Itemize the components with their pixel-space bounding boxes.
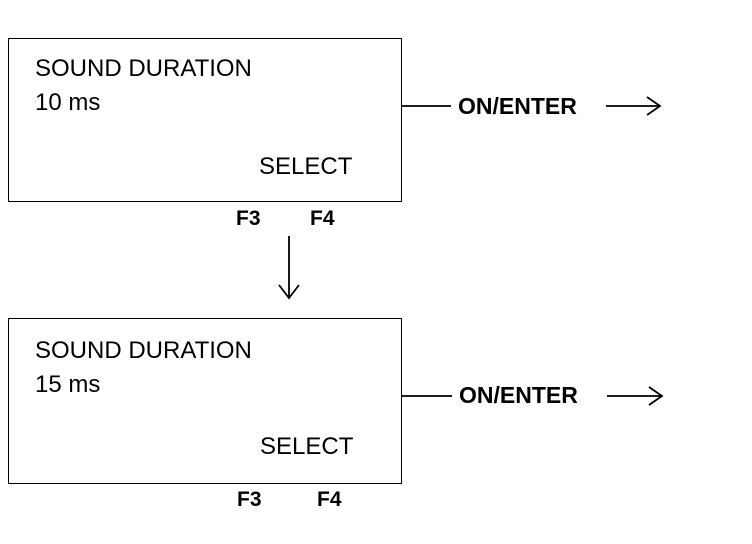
down-arrow-head [278, 284, 300, 300]
setting-value: 10 ms [35, 89, 101, 116]
f4-key-label[interactable]: F4 [310, 207, 335, 230]
f3-key-label[interactable]: F3 [236, 207, 261, 230]
f4-key-label[interactable]: F4 [317, 488, 342, 511]
select-softkey-label: SELECT [260, 433, 354, 460]
select-softkey-label: SELECT [259, 153, 353, 180]
on-enter-key-label[interactable]: ON/ENTER [459, 382, 578, 408]
on-enter-key-label[interactable]: ON/ENTER [458, 93, 577, 119]
right-arrow-head-2 [648, 386, 664, 406]
f3-key-label[interactable]: F3 [237, 488, 262, 511]
setting-title: SOUND DURATION [35, 55, 252, 82]
display-screen-2: SOUND DURATION 15 ms SELECT [8, 318, 402, 484]
setting-title: SOUND DURATION [35, 337, 252, 364]
display-screen-1: SOUND DURATION 10 ms SELECT [8, 38, 402, 202]
right-arrow-head-1 [646, 96, 662, 116]
setting-value: 15 ms [35, 371, 101, 398]
